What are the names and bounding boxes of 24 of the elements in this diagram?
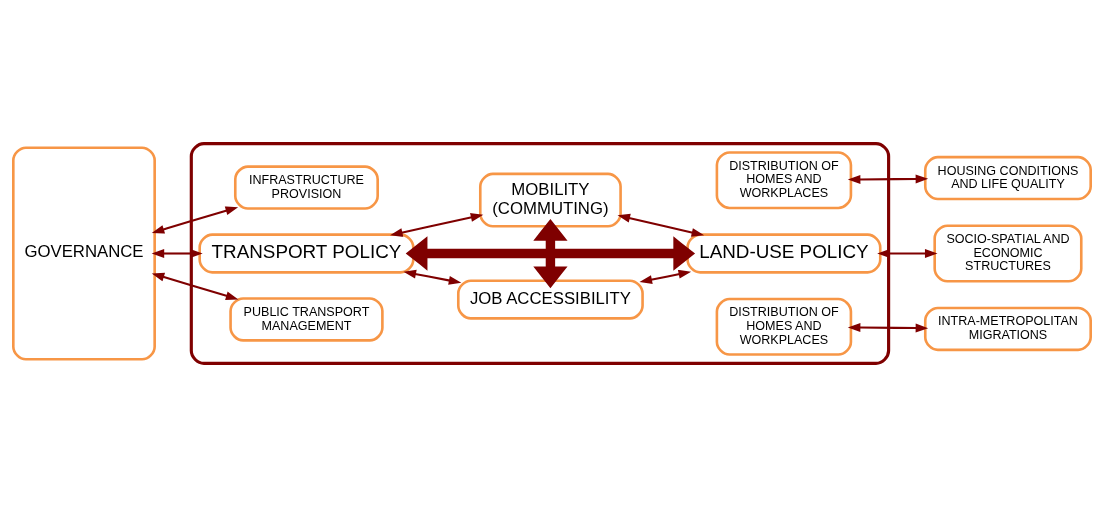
arrow: [390, 213, 484, 237]
node-box: HOUSING CONDITIONS AND LIFE QUALITY: [923, 155, 1092, 201]
node-box: JOB ACCESSIBILITY: [457, 279, 644, 320]
node-box: LAND-USE POLICY: [686, 233, 882, 274]
arrow: [151, 206, 239, 234]
arrow: [151, 272, 239, 301]
arrow: [877, 249, 938, 258]
node-box: TRANSPORT POLICY: [198, 233, 415, 274]
node-box: PUBLIC TRANSPORT MANAGEMENT: [229, 297, 384, 342]
arrow: [533, 218, 568, 289]
arrow: [847, 323, 929, 333]
node-box: DISTRIBUTION OF HOMES AND WORKPLACES: [715, 297, 853, 356]
arrow: [847, 174, 929, 184]
arrow: [639, 269, 692, 284]
node-box: DISTRIBUTION OF HOMES AND WORKPLACES: [715, 151, 853, 210]
arrow: [151, 249, 203, 258]
arrow: [403, 269, 462, 285]
node-box: MOBILITY (COMMUTING): [478, 172, 622, 228]
arrow: [405, 236, 696, 271]
node-box: GOVERNANCE: [12, 146, 156, 361]
node-box: SOCIO-SPATIAL AND ECONOMIC STRUCTURES: [933, 224, 1083, 283]
arrow: [617, 213, 705, 237]
node-box: INFRASTRUCTURE PROVISION: [233, 165, 379, 210]
node-box: INTRA-METROPOLITAN MIGRATIONS: [923, 306, 1092, 352]
